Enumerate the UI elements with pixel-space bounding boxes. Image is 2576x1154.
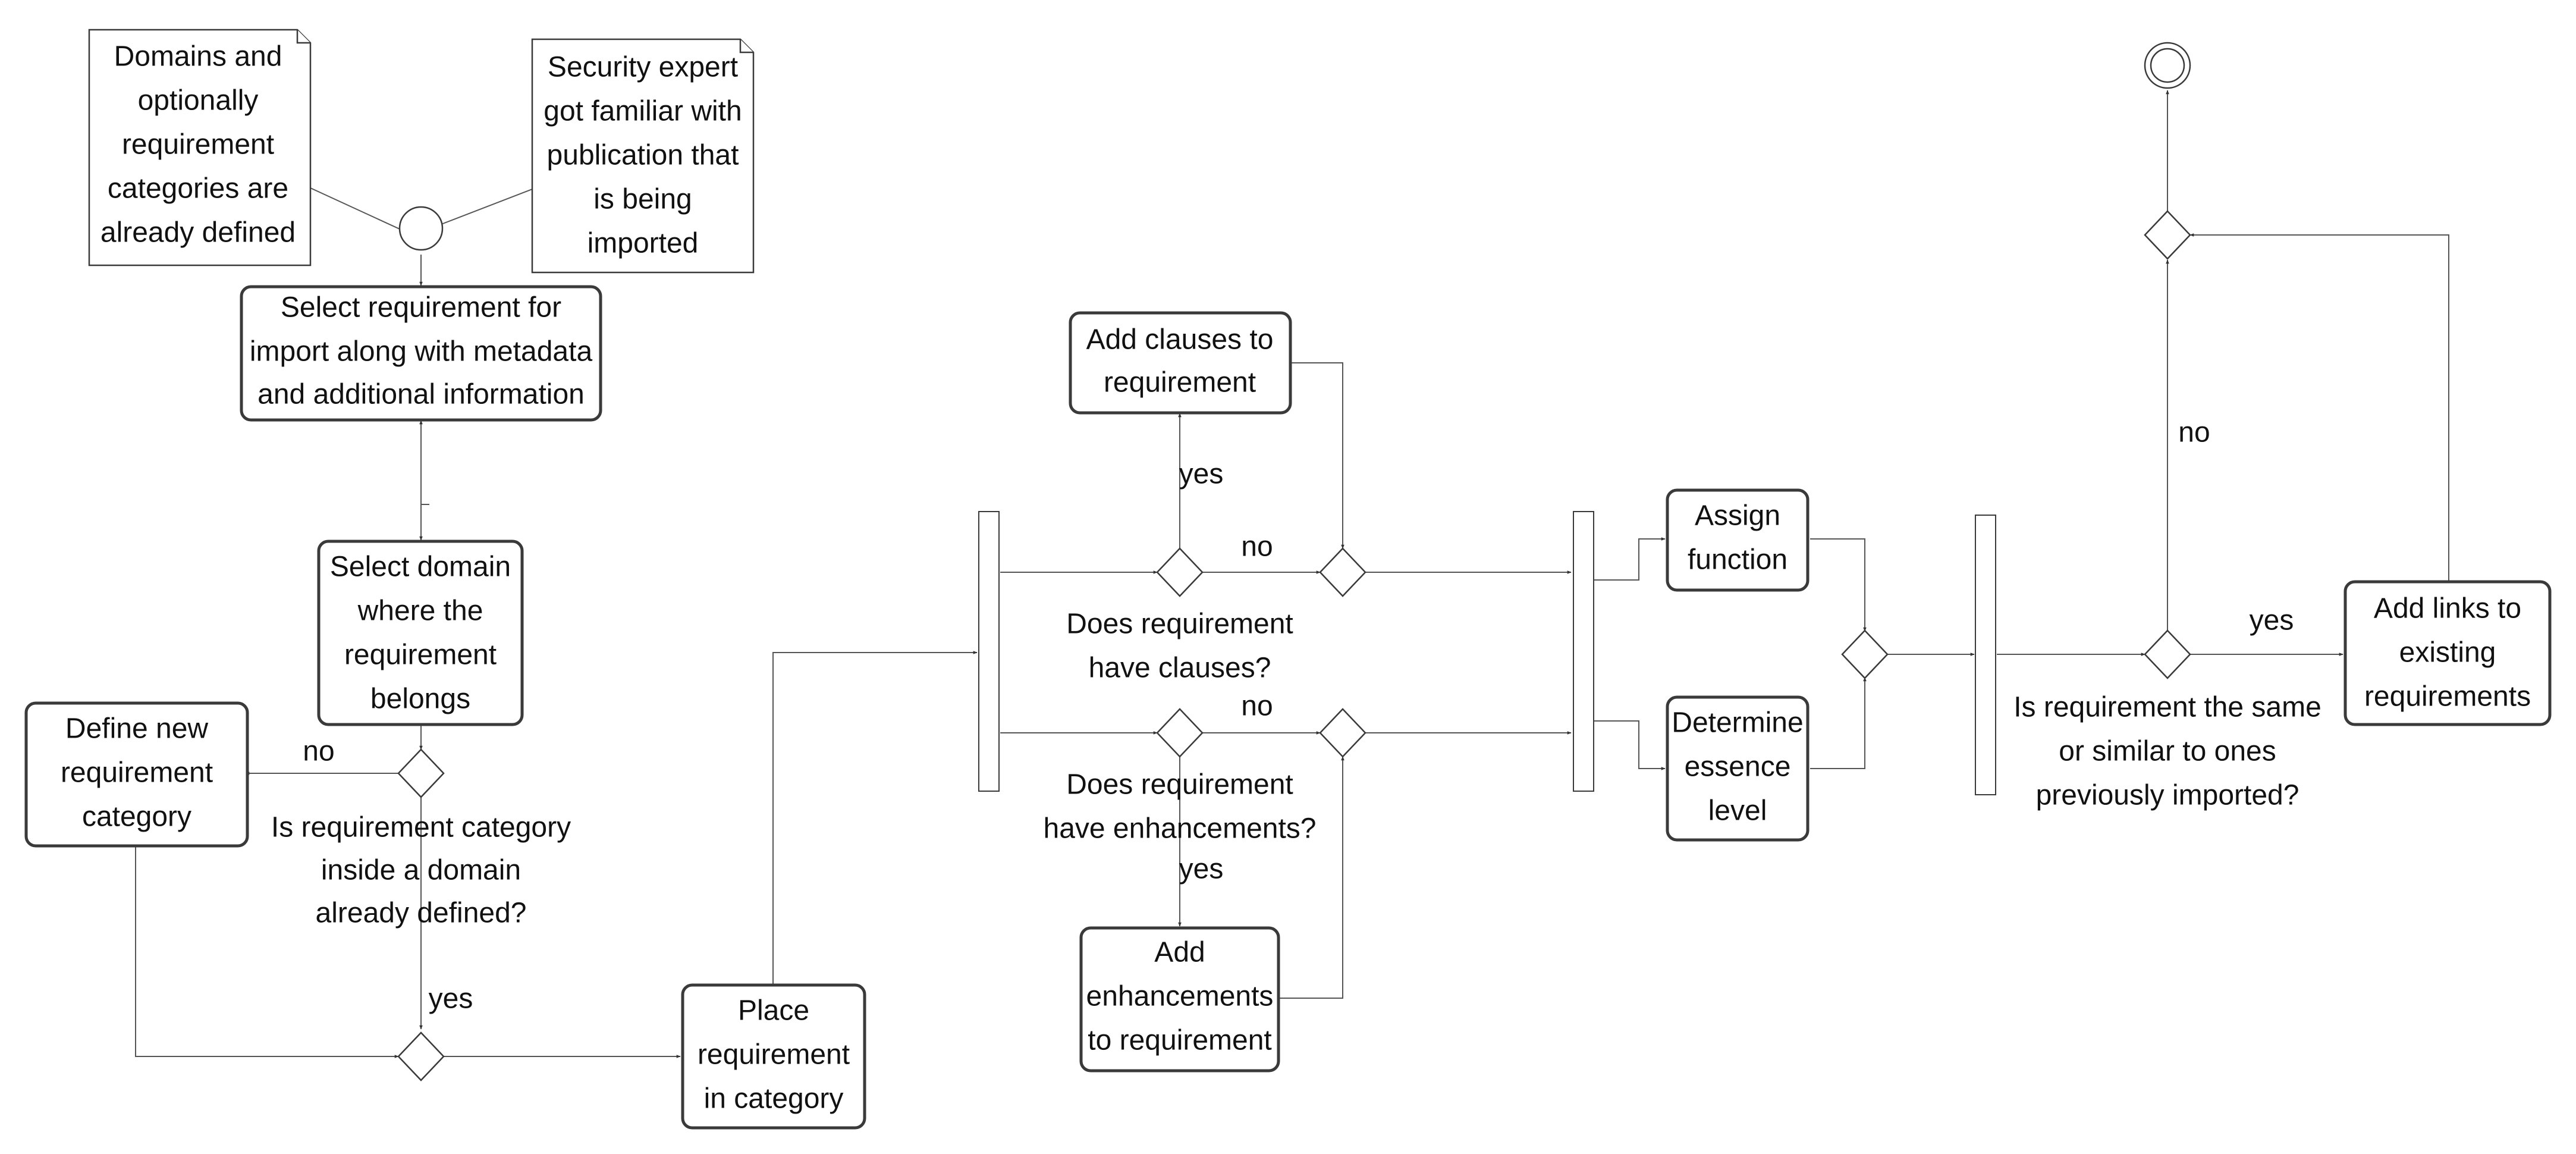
note-domains-line: optionally — [138, 85, 259, 117]
decision-clauses-question: Does requirement have clauses? — [1066, 609, 1293, 684]
action-label: level — [1708, 795, 1767, 827]
decision-same-as-previous — [2144, 629, 2191, 679]
note-domains-line: requirement — [122, 129, 274, 161]
decision-label: have clauses? — [1089, 653, 1271, 684]
edge-label-enh-no: no — [1241, 691, 1273, 722]
action-label: and additional information — [257, 379, 585, 410]
action-assign-function: Assign function — [1666, 488, 1810, 592]
action-label: Select requirement for — [281, 292, 561, 324]
flow-add-enh-to-merge — [1278, 756, 1344, 999]
edge-label-same-no: no — [2178, 417, 2210, 449]
note-domains-line: already defined — [100, 217, 296, 249]
anchor-line-domains — [310, 187, 400, 230]
decision-label: already defined? — [316, 898, 527, 929]
join-bar — [1975, 515, 1996, 795]
action-label: Add links to — [2374, 593, 2521, 625]
edge-labels: no yes yes no no yes no yes — [303, 417, 2294, 1015]
decision-label: previously imported? — [2036, 780, 2299, 811]
note-domains-line: Domains and — [114, 41, 282, 73]
edge-label-same-yes: yes — [2250, 605, 2294, 636]
action-determine-essence: Determine essence level — [1666, 695, 1810, 842]
connectors — [135, 90, 2449, 1058]
action-label: import along with metadata — [250, 336, 593, 368]
fork-bar-2 — [1573, 511, 1594, 792]
decision-label: or similar to ones — [2059, 736, 2276, 767]
decision-same-question: Is requirement the same or similar to on… — [2013, 692, 2321, 811]
merge-node-clauses — [1319, 547, 1366, 597]
action-label: existing — [2399, 637, 2496, 669]
action-label: requirement — [61, 757, 213, 789]
note-expert-line: is being — [593, 184, 692, 215]
action-select-domain: Select domain where the requirement belo… — [317, 540, 524, 726]
action-label: in category — [704, 1083, 844, 1115]
note-expert-line: got familiar with — [544, 96, 742, 127]
note-expert-line: Security expert — [548, 52, 738, 83]
decision-category-question: Is requirement category inside a domain … — [271, 812, 571, 929]
action-select-requirement: Select requirement for import along with… — [240, 285, 602, 422]
decision-label: Does requirement — [1066, 609, 1293, 640]
action-label: Define new — [65, 713, 208, 745]
merge-node-final — [2144, 210, 2191, 260]
action-label: Assign — [1695, 500, 1780, 532]
fork-bar-1 — [978, 511, 1000, 792]
action-define-category: Define new requirement category — [24, 701, 249, 848]
merge-node-category — [397, 1031, 445, 1081]
action-add-enhancements: Add enhancements to requirement — [1079, 926, 1280, 1073]
action-label: Place — [738, 995, 809, 1027]
note-expert-familiar: Security expert got familiar with public… — [531, 38, 755, 274]
action-label: essence — [1685, 751, 1791, 783]
action-add-links: Add links to existing requirements — [2343, 580, 2552, 726]
action-label: Select domain — [330, 551, 511, 583]
flow-place-to-fork — [772, 651, 978, 985]
edge-label-enh-yes: yes — [1179, 854, 1224, 885]
flow-fork2-to-assign — [1594, 537, 1666, 581]
action-label: enhancements — [1086, 981, 1274, 1012]
flow-essence-to-merge — [1810, 677, 1867, 769]
action-place-requirement: Place requirement in category — [681, 983, 866, 1130]
merge-node-enhancements — [1319, 708, 1366, 758]
action-label: where the — [357, 595, 483, 627]
decision-has-enhancements — [1156, 708, 1204, 758]
action-label: requirements — [2364, 681, 2531, 713]
action-add-clauses: Add clauses to requirement — [1069, 311, 1292, 415]
edge-label-clauses-yes: yes — [1179, 459, 1224, 490]
flow-assign-to-merge — [1810, 538, 1867, 632]
action-label: function — [1688, 544, 1788, 576]
action-label: requirement — [1104, 367, 1256, 399]
action-label: to requirement — [1088, 1025, 1272, 1056]
initial-node — [398, 206, 444, 251]
edge-label-clauses-no: no — [1241, 531, 1273, 563]
decision-has-clauses — [1156, 547, 1204, 597]
final-node — [2144, 42, 2191, 89]
edge-label-category-no: no — [303, 736, 334, 767]
flow-add-clauses-to-merge — [1290, 362, 1344, 549]
note-expert-line: imported — [588, 228, 699, 259]
decision-label: Is requirement the same — [2013, 692, 2321, 723]
decision-label: Does requirement — [1066, 769, 1293, 801]
flow-define-to-merge — [135, 846, 399, 1058]
action-label: Determine — [1672, 707, 1803, 739]
decision-label: Is requirement category — [271, 812, 571, 843]
decision-label: have enhancements? — [1044, 813, 1317, 845]
note-domains-line: categories are — [108, 173, 288, 205]
flow-links-to-final-merge — [2189, 233, 2449, 581]
action-label: category — [82, 801, 191, 833]
action-label: Add — [1154, 937, 1205, 968]
note-domains-defined: Domains and optionally requirement categ… — [88, 29, 312, 266]
action-label: belongs — [370, 683, 470, 715]
decision-category-defined — [397, 748, 445, 798]
decision-enhancements-question: Does requirement have enhancements? — [1044, 769, 1317, 845]
note-expert-line: publication that — [547, 140, 739, 171]
flow-fork2-to-essence — [1594, 720, 1666, 770]
action-label: Add clauses to — [1086, 324, 1274, 356]
anchor-line-expert — [441, 189, 533, 225]
action-label: requirement — [344, 639, 497, 671]
action-label: requirement — [698, 1039, 850, 1071]
merge-node-parallel — [1841, 629, 1889, 679]
edge-label-category-yes: yes — [429, 983, 473, 1015]
decision-label: inside a domain — [321, 855, 521, 886]
